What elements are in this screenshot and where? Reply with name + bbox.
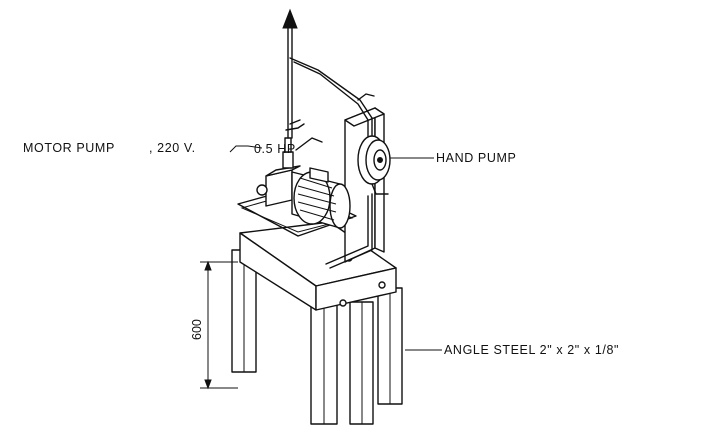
angle-steel-label: ANGLE STEEL 2" x 2" x 1/8" — [444, 343, 619, 357]
piping — [282, 8, 375, 269]
angle-steel-legs — [231, 249, 403, 425]
hand-pump-mount-plate — [344, 107, 385, 263]
height-dimension: 600 — [190, 260, 238, 390]
motor-pump-leader — [229, 145, 263, 153]
base-table — [239, 221, 397, 311]
motor-pump-power: 0.5 HP — [254, 142, 296, 156]
motor-pump-label: MOTOR PUMP — [23, 141, 115, 155]
motor-pump — [237, 137, 357, 237]
hand-pump-label: HAND PUMP — [436, 151, 516, 165]
motor-pump-voltage: , 220 V. — [149, 141, 196, 155]
hand-pump — [357, 135, 391, 195]
height-dimension-label: 600 — [190, 319, 204, 340]
